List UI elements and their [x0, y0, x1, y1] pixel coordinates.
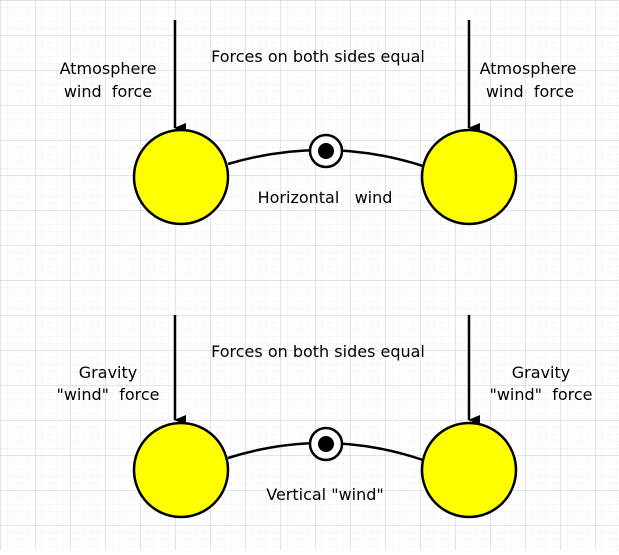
top-caption: Horizontal wind — [258, 188, 393, 207]
top-panel: Forces on both sides equal Atmosphere wi… — [60, 20, 577, 226]
bottom-right-ball — [420, 421, 518, 519]
bottom-caption: Vertical "wind" — [266, 485, 384, 504]
bottom-panel: Forces on both sides equal Gravity "wind… — [56, 315, 593, 519]
top-left-label-line2: wind force — [64, 82, 152, 101]
bottom-left-label-line2: "wind" force — [56, 385, 159, 404]
top-left-label-line1: Atmosphere — [60, 59, 157, 78]
top-pivot-icon — [308, 133, 344, 169]
top-right-label-line2: wind force — [486, 82, 574, 101]
bottom-left-ball — [132, 421, 230, 519]
bottom-right-label-line1: Gravity — [512, 363, 570, 382]
top-right-ball — [420, 128, 518, 226]
bottom-right-label-line2: "wind" force — [489, 385, 592, 404]
top-title: Forces on both sides equal — [211, 47, 425, 66]
bottom-left-label-line1: Gravity — [79, 363, 137, 382]
bottom-pivot-icon — [308, 426, 344, 462]
top-right-label-line1: Atmosphere — [480, 59, 577, 78]
bottom-title: Forces on both sides equal — [211, 342, 425, 361]
top-left-ball — [132, 128, 230, 226]
